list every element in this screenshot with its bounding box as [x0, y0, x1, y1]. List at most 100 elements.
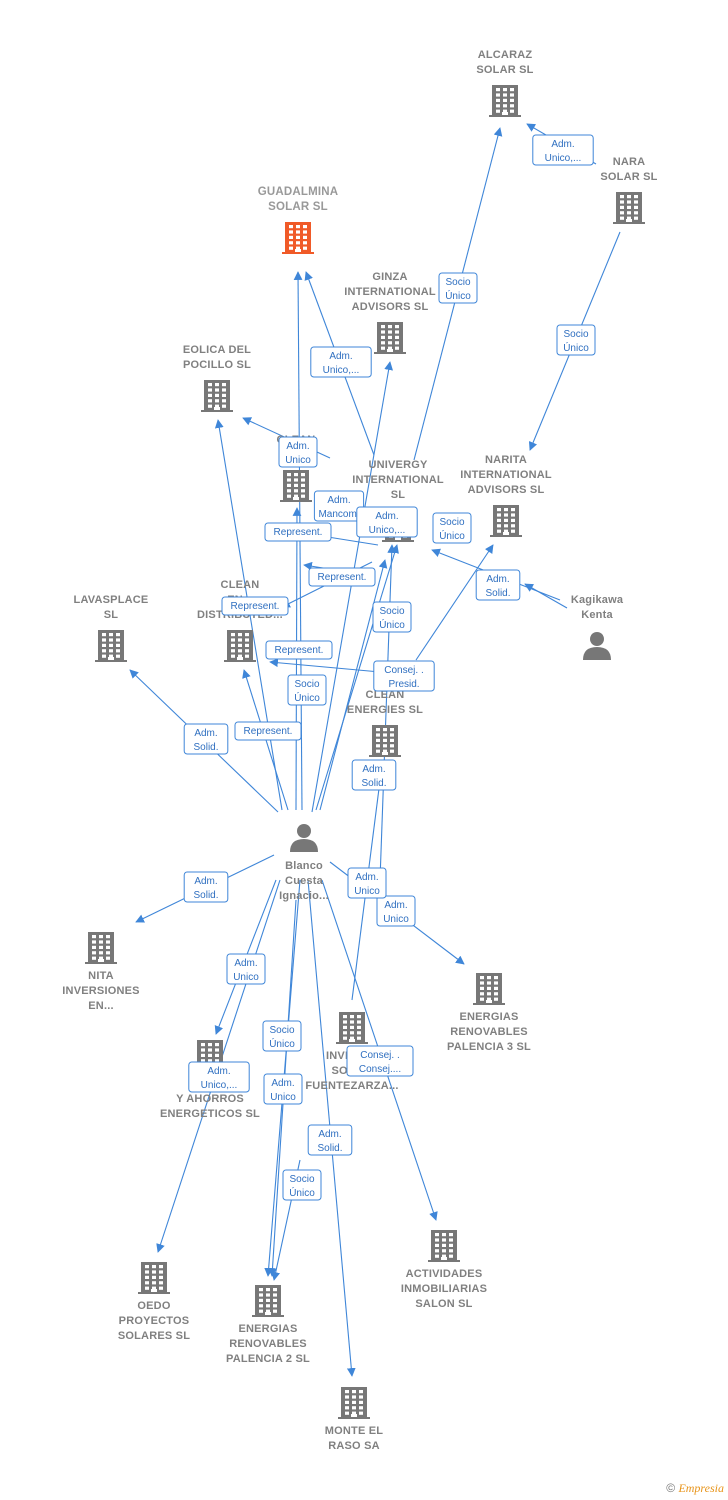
edge-role-text: Socio — [379, 606, 404, 617]
node-nita[interactable]: NITAINVERSIONESEN... — [62, 932, 139, 1012]
edge-role-text: Presid. — [388, 679, 419, 690]
edge-role-label[interactable]: Adm.Solid. — [351, 759, 397, 791]
edge-role-label[interactable]: Represent. — [265, 640, 333, 660]
edge-role-label[interactable]: Represent. — [308, 567, 376, 587]
edge-role-label[interactable]: Adm.Unico — [226, 953, 266, 985]
edge-role-text: Adm. — [375, 511, 398, 522]
node-label-line: CLEAN — [366, 689, 405, 701]
node-label-line: SALON SL — [415, 1298, 472, 1310]
edge-role-label[interactable]: Adm. Solid. — [307, 1124, 353, 1156]
footer-brand[interactable]: © Empresia — [666, 1481, 724, 1496]
edge-role-label[interactable]: Adm.Unico,... — [356, 506, 418, 538]
edge-role-text: Único — [445, 289, 471, 302]
edge-role-text: Adm. — [329, 351, 352, 362]
edge-role-text: Represent. — [274, 527, 323, 538]
edge-role-label[interactable]: Adm.Unico — [347, 867, 387, 899]
building-icon — [138, 1262, 170, 1294]
edge-role-label[interactable]: Adm.Unico,... — [532, 134, 594, 166]
node-label-line: PROYECTOS — [119, 1315, 190, 1327]
building-icon — [85, 932, 117, 964]
edge-role-label[interactable]: Represent. — [221, 596, 289, 616]
edge-role-label[interactable]: Represent. — [234, 721, 302, 741]
node-label-line: ADVISORS SL — [352, 301, 429, 313]
edge-role-text: Único — [379, 618, 405, 631]
edge-role-label[interactable]: Adm.Solid. — [475, 569, 521, 601]
node-label-line: Ignacio... — [279, 890, 329, 902]
person-icon — [583, 632, 611, 660]
edge-line-blanco-univergy — [315, 544, 399, 811]
edge-role-label[interactable]: Adm. Mancom. — [313, 490, 365, 522]
edge-line-blanco-clean_energies — [319, 559, 388, 811]
node-label-line: SOLAR SL — [476, 64, 533, 76]
node-label-line: MONTE EL — [325, 1425, 384, 1437]
node-label-line: NARITA — [485, 454, 527, 466]
edge-role-text: Represent. — [231, 601, 280, 612]
edge-role-text: Único — [289, 1186, 315, 1199]
node-monte[interactable]: MONTE EL RASO SA — [325, 1387, 384, 1452]
node-label-line: CLEAN — [221, 579, 260, 591]
edge-role-label[interactable]: Represent. — [264, 522, 332, 542]
edge-role-label[interactable]: Adm.Unico — [376, 895, 416, 927]
node-label-line: NARA — [613, 156, 646, 168]
node-label-line: RENOVABLES — [450, 1026, 528, 1038]
building-icon — [201, 380, 233, 412]
node-label-line: ADVISORS SL — [468, 484, 545, 496]
brand-name: Empresia — [678, 1481, 724, 1495]
node-alcaraz[interactable]: ALCARAZ SOLAR SL — [476, 49, 533, 117]
edge-role-text: Adm. — [327, 495, 350, 506]
edge-role-label[interactable]: Consej. .Consej.... — [346, 1045, 414, 1077]
edge-role-label[interactable]: Adm.Solid. — [183, 871, 229, 903]
node-label-line: SL — [391, 489, 406, 501]
edge-role-text: Consej.... — [359, 1064, 401, 1075]
edge-role-text: Adm. — [384, 900, 407, 911]
edge-role-text: Solid. — [317, 1143, 342, 1154]
building-icon — [369, 725, 401, 757]
building-icon — [374, 322, 406, 354]
edge-role-text: Socio — [439, 517, 464, 528]
building-icon — [336, 1012, 368, 1044]
node-label-line: ALCARAZ — [478, 49, 533, 61]
node-label-line: ENERGIAS — [238, 1323, 297, 1335]
node-blanco[interactable]: BlancoCuestaIgnacio... — [279, 824, 329, 902]
edge-role-text: Mancom. — [318, 509, 359, 520]
edge-role-label[interactable]: Adm.Unico — [278, 436, 318, 468]
edge-role-text: Adm. — [194, 728, 217, 739]
building-icon — [338, 1387, 370, 1419]
node-label-line: RASO SA — [328, 1440, 380, 1452]
node-label-line: GINZA — [372, 271, 407, 283]
node-label-line: Blanco — [285, 860, 323, 872]
edge-role-text: Adm. — [207, 1066, 230, 1077]
edge-role-text: Unico,... — [201, 1080, 238, 1091]
building-icon — [224, 630, 256, 662]
node-label-line: OEDO — [137, 1300, 170, 1312]
edge-role-label[interactable]: Adm.Unico — [263, 1073, 303, 1105]
node-label-line: Kagikawa — [571, 594, 624, 606]
node-label-line: Cuesta — [285, 875, 324, 887]
building-icon — [489, 85, 521, 117]
edge-role-label[interactable]: Adm.Unico,... — [310, 346, 372, 378]
edge-role-text: Adm. — [318, 1129, 341, 1140]
edge-role-label[interactable]: Adm. Unico,... — [188, 1061, 250, 1093]
node-label-line: INMOBILIARIAS — [401, 1283, 487, 1295]
edge-role-label[interactable]: Adm.Solid. — [183, 723, 229, 755]
edge-role-label[interactable]: Consej. .Presid. — [373, 660, 435, 692]
